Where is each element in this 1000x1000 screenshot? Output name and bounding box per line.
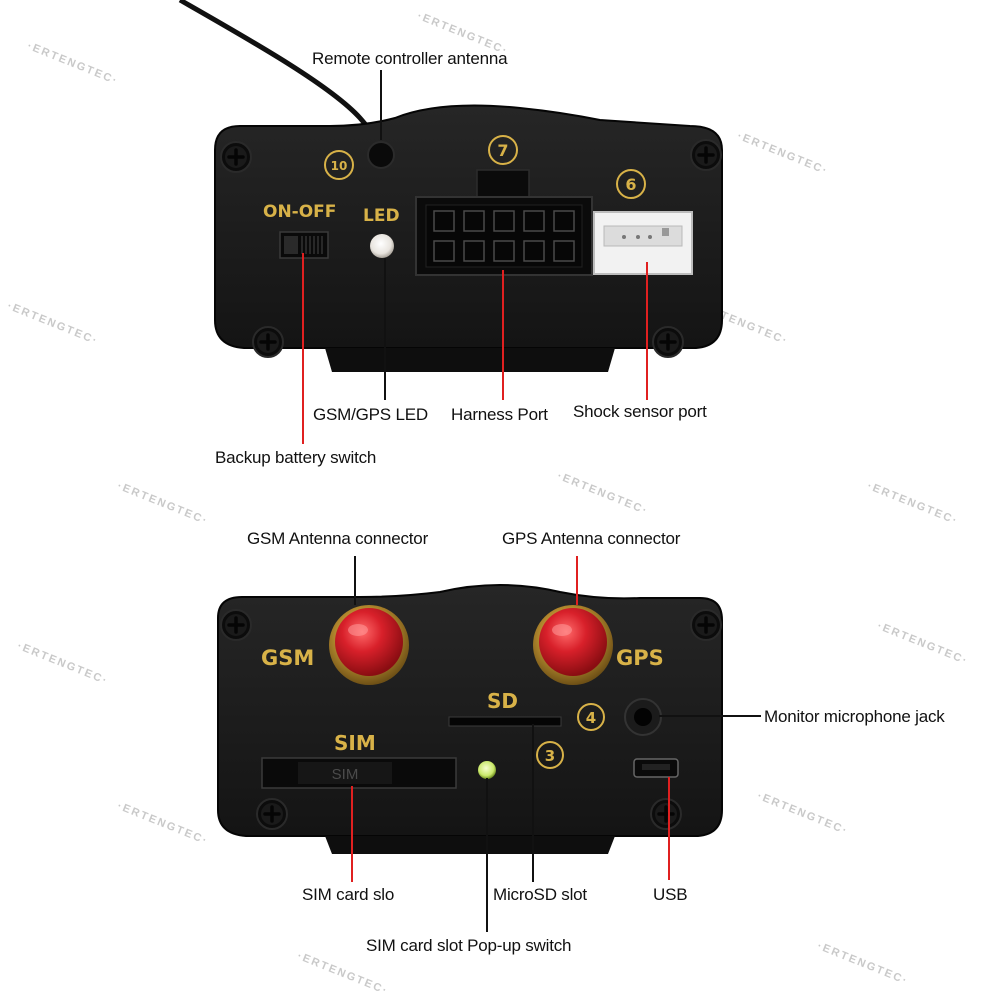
sim-popup-switch [478,761,496,779]
screw-icon [219,608,253,642]
gsm-antenna-connector [335,608,403,676]
screw-icon [251,325,285,359]
callout-harness-port: Harness Port [451,405,548,424]
switch-knob [284,236,298,254]
marking-6: 6 [625,175,636,194]
screw-icon [255,797,289,831]
top-mount-bracket [325,348,615,372]
marking-10: 10 [331,159,348,173]
screw-icon [689,138,723,172]
gps-antenna-connector [539,608,607,676]
screw-icon [649,797,683,831]
screw-icon [219,140,253,174]
marking-circle [577,703,605,731]
marking-circle [616,169,646,199]
callout-sim-card-slot: SIM card slo [302,885,395,904]
marking-4: 4 [586,709,596,727]
screw-icon [689,608,723,642]
antenna-grommet [367,141,395,169]
marking-7: 7 [497,141,508,160]
bottom-mount-bracket [325,836,615,854]
callout-shock-sensor-port: Shock sensor port [573,402,707,421]
callout-usb: USB [653,885,688,904]
callout-gsm-antenna: GSM Antenna connector [247,529,429,548]
gsm-marking: GSM [261,646,314,670]
sd-marking: SD [487,689,518,713]
callout-monitor-mic: Monitor microphone jack [764,707,945,726]
sim-slot-print: SIM [332,766,359,783]
callout-backup-battery-switch: Backup battery switch [215,448,377,467]
screw-icon [651,325,685,359]
callout-remote-antenna: Remote controller antenna [312,49,508,68]
marking-circle [488,135,518,165]
led-marking: LED [363,206,400,226]
on-off-marking: ON-OFF [263,202,336,222]
gps-marking: GPS [616,646,664,670]
harness-latch [476,169,530,199]
callout-gps-antenna: GPS Antenna connector [502,529,681,548]
marking-3: 3 [545,747,555,765]
callout-microsd-slot: MicroSD slot [493,885,587,904]
sim-marking: SIM [334,731,376,755]
marking-circle [324,150,354,180]
callout-gsm-gps-led: GSM/GPS LED [313,405,428,424]
microsd-slot [448,716,562,727]
marking-circle [536,741,564,769]
gsm-gps-led [370,234,394,258]
callout-sim-popup-switch: SIM card slot Pop-up switch [366,936,572,955]
